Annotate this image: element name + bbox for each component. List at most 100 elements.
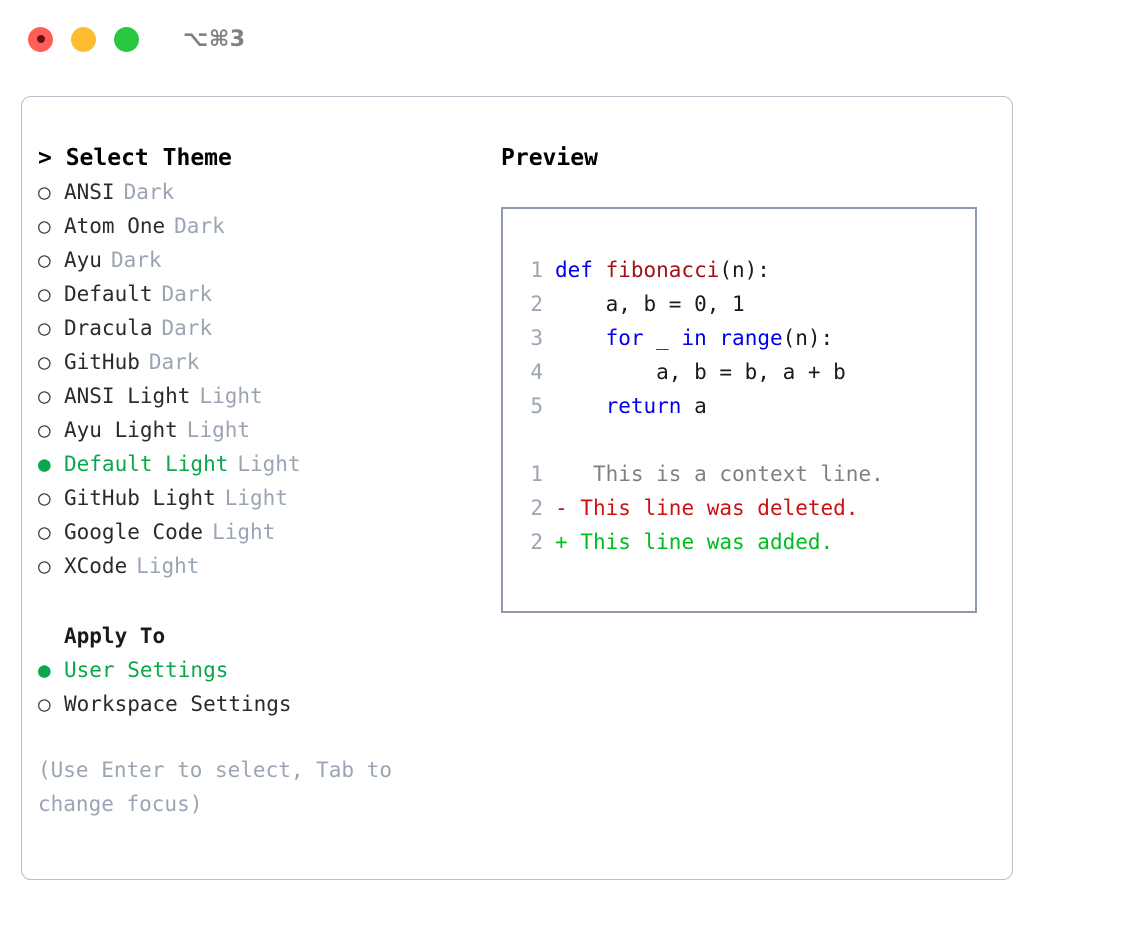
radio-selected-icon: ●	[38, 658, 51, 682]
minimize-button-icon[interactable]	[71, 26, 96, 52]
code-token-kw: for	[605, 326, 644, 350]
code-token-kw: in	[681, 326, 707, 350]
theme-option-label: Ayu Light	[64, 418, 178, 442]
radio-unselected-icon: ○	[38, 520, 51, 544]
diff-line-added: 2 + This line was added.	[503, 525, 975, 559]
radio-unselected-icon: ○	[38, 418, 51, 442]
code-token-fn: fibonacci	[605, 258, 720, 282]
keyboard-hint-text: (Use Enter to select, Tab to change focu…	[38, 758, 405, 816]
apply-to-option-user-settings[interactable]: ● User Settings	[38, 653, 508, 687]
line-number: 2	[530, 496, 543, 520]
diff-sample: 1 This is a context line.2- This line wa…	[503, 457, 975, 559]
theme-option-category: Light	[136, 554, 200, 578]
code-token-plain: _	[643, 326, 682, 350]
apply-to-option-label: User Settings	[64, 658, 229, 682]
code-token-plain: (n):	[782, 326, 834, 350]
line-number: 3	[530, 326, 543, 350]
code-token-plain: a	[681, 394, 707, 418]
code-token-kw: range	[719, 326, 783, 350]
theme-option-category: Dark	[148, 350, 200, 374]
theme-option-category: Light	[237, 452, 301, 476]
diff-text: This is a context line.	[567, 462, 884, 486]
theme-option-label: ANSI Light	[64, 384, 191, 408]
radio-unselected-icon: ○	[38, 486, 51, 510]
select-theme-title: > Select Theme	[38, 145, 232, 171]
code-token-plain	[555, 394, 606, 418]
radio-unselected-icon: ○	[38, 180, 51, 204]
apply-to-list[interactable]: ● User Settings ○ Workspace Settings	[38, 653, 508, 721]
line-number: 4	[530, 360, 543, 384]
theme-option-category: Light	[212, 520, 276, 544]
theme-option-label: GitHub	[64, 350, 140, 374]
theme-option-category: Dark	[174, 214, 225, 238]
apply-to-heading: Apply To	[64, 624, 166, 648]
theme-option-label: Google Code	[64, 520, 204, 544]
line-number: 1	[530, 462, 543, 486]
theme-option-ayu-light[interactable]: ○ Ayu Light Light	[38, 413, 508, 447]
window-controls	[28, 26, 139, 52]
diff-text: This line was added.	[567, 530, 834, 554]
line-number: 2	[530, 530, 543, 554]
radio-unselected-icon: ○	[38, 316, 51, 340]
theme-option-dracula[interactable]: ○ Dracula Dark	[38, 311, 508, 345]
code-token-plain: (n):	[719, 258, 770, 282]
theme-option-category: Light	[224, 486, 288, 510]
theme-option-category: Dark	[123, 180, 175, 204]
code-token-plain	[707, 326, 720, 350]
theme-option-label: Dracula	[64, 316, 153, 340]
theme-option-github-light[interactable]: ○ GitHub Light Light	[38, 481, 508, 515]
theme-option-category: Light	[186, 418, 251, 442]
preview-title: Preview	[501, 145, 598, 171]
theme-option-ansi[interactable]: ○ ANSI Dark	[38, 175, 508, 209]
diff-sign: -	[555, 496, 568, 520]
maximize-button-icon[interactable]	[114, 26, 139, 52]
theme-option-google-code[interactable]: ○ Google Code Light	[38, 515, 508, 549]
radio-unselected-icon: ○	[38, 350, 51, 374]
theme-option-label: Atom One	[64, 214, 166, 238]
code-line: 5 return a	[503, 389, 975, 423]
theme-option-label: GitHub Light	[64, 486, 216, 510]
radio-selected-icon: ●	[38, 452, 51, 476]
radio-unselected-icon: ○	[38, 214, 51, 238]
radio-unselected-icon: ○	[38, 692, 51, 716]
radio-unselected-icon: ○	[38, 554, 51, 578]
apply-to-option-label: Workspace Settings	[64, 692, 292, 716]
keyboard-shortcut-label: ⌥⌘3	[183, 26, 246, 52]
code-line: 3 for _ in range(n):	[503, 321, 975, 355]
title-bar: ⌥⌘3	[0, 0, 1140, 78]
code-line: 2 a, b = 0, 1	[503, 287, 975, 321]
theme-option-github[interactable]: ○ GitHub Dark	[38, 345, 508, 379]
line-number: 5	[530, 394, 543, 418]
code-token-plain	[555, 326, 606, 350]
code-token-kw: return	[605, 394, 682, 418]
preview-spacer	[503, 423, 975, 457]
close-button-icon[interactable]	[28, 26, 53, 52]
theme-option-category: Dark	[110, 248, 162, 272]
line-number: 2	[530, 292, 543, 316]
code-token-plain: a, b = b, a + b	[555, 360, 846, 384]
diff-line-context: 1 This is a context line.	[503, 457, 975, 491]
theme-option-category: Dark	[161, 282, 213, 306]
theme-option-xcode[interactable]: ○ XCode Light	[38, 549, 508, 583]
diff-sign	[555, 462, 568, 486]
line-number: 1	[530, 258, 543, 282]
theme-option-label: ANSI	[64, 180, 115, 204]
theme-option-category: Dark	[161, 316, 213, 340]
apply-to-option-workspace-settings[interactable]: ○ Workspace Settings	[38, 687, 508, 721]
diff-line-deleted: 2- This line was deleted.	[503, 491, 975, 525]
diff-sign: +	[555, 530, 568, 554]
code-line: 4 a, b = b, a + b	[503, 355, 975, 389]
theme-option-atom-one[interactable]: ○ Atom One Dark	[38, 209, 508, 243]
theme-option-label: Default	[64, 282, 153, 306]
theme-option-label: XCode	[64, 554, 128, 578]
